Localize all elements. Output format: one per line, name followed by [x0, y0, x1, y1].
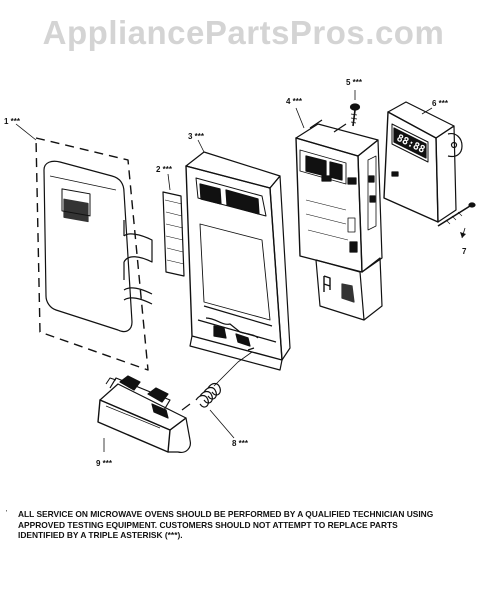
part-5-screw [349, 90, 361, 127]
part-7-screw [437, 202, 476, 239]
part-9-lever-housing [97, 375, 191, 453]
watermark-logo: AppliancePartsPros.com [42, 14, 445, 51]
part-4-control-board [295, 119, 383, 321]
callout-2: 2 *** [156, 165, 173, 174]
notice-line: ALL SERVICE ON MICROWAVE OVENS SHOULD BE… [18, 509, 434, 519]
callout-4: 4 *** [286, 97, 303, 106]
notice-line: APPROVED TESTING EQUIPMENT. CUSTOMERS SH… [18, 519, 398, 530]
callout-5: 5 *** [346, 78, 363, 87]
service-notice: ALL SERVICE ON MICROWAVE OVENS SHOULD BE… [18, 509, 478, 541]
callout-7: 7 [462, 247, 467, 256]
part-3-control-panel-frame [185, 151, 291, 371]
callout-3: 3 *** [188, 132, 205, 141]
callout-8: 8 *** [232, 439, 249, 448]
callout-1: 1 *** [4, 117, 21, 126]
part-6-display-board: 88:88 [383, 101, 463, 223]
callout-labels: 1 *** 2 *** 3 *** 4 *** 5 *** 6 *** 7 8 … [4, 78, 467, 468]
leader-lines [15, 107, 433, 452]
callout-9: 9 *** [96, 459, 113, 468]
part-2-strip [162, 191, 185, 277]
notice-line: IDENTIFIED BY A TRIPLE ASTERISK (***). [18, 530, 183, 540]
part-8-spring [181, 347, 255, 411]
notice-marker: ' [6, 510, 8, 517]
part-1-overlay [35, 137, 153, 371]
callout-6: 6 *** [432, 99, 449, 108]
